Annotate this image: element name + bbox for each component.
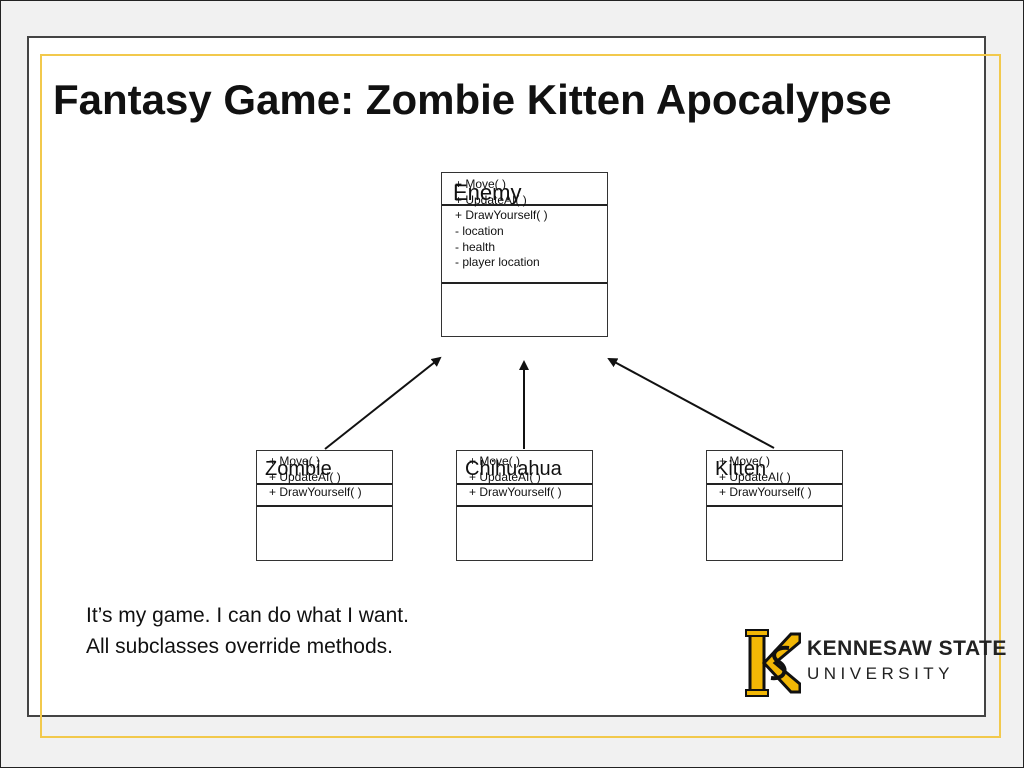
method: + Move( ) [269,454,321,468]
class-name-section: Kitten [707,451,842,485]
logo-wordmark: KENNESAW STATE UNIVERSITY [807,637,1007,684]
ks-monogram-icon: KS [745,629,801,697]
class-chihuahua: Chihuahua + Move( ) + UpdateAI( ) + Draw… [456,450,593,561]
method: + Move( ) [455,177,507,191]
attribute: - location [455,224,504,238]
university-logo: KS KENNESAW STATE UNIVERSITY [745,628,1006,698]
note-line: All subclasses override methods. [86,635,393,658]
method-list: + Move( ) + UpdateAI( ) + DrawYourself( … [469,454,562,501]
attributes-section [457,485,592,507]
class-zombie: Zombie + Move( ) + UpdateAI( ) + DrawYou… [256,450,393,561]
attribute: - player location [455,255,540,269]
method-list: + Move( ) + UpdateAI( ) + DrawYourself( … [719,454,812,501]
method: + DrawYourself( ) [469,485,562,499]
logo-line-1: KENNESAW STATE [807,637,1007,660]
method-list: + Move( ) + UpdateAI( ) + DrawYourself( … [455,177,548,224]
class-name: Zombie [265,458,332,480]
method: + UpdateAI( ) [455,192,527,207]
attribute: - health [455,239,496,254]
method: + Move( ) [719,454,771,468]
slide-panel [27,36,986,717]
slide-note: It’s my game. I can do what I want. All … [86,600,409,662]
logo-line-2: UNIVERSITY [807,664,955,683]
attribute-list: - location - health - player location [455,224,540,271]
class-name: Chihuahua [465,458,562,480]
class-enemy: Enemy - location - health - player locat… [441,172,608,337]
note-line: It’s my game. I can do what I want. [86,604,409,627]
attributes-section [707,485,842,507]
class-name: Kitten [715,458,767,480]
method: + UpdateAI( ) [269,469,341,484]
method: + DrawYourself( ) [269,485,362,499]
class-name: Enemy [453,180,522,205]
class-name-section: Zombie [257,451,392,485]
method: + Move( ) [469,454,521,468]
attributes-section [257,485,392,507]
method: + UpdateAI( ) [469,469,541,484]
method: + DrawYourself( ) [719,485,812,499]
class-name-section: Chihuahua [457,451,592,485]
slide-title: Fantasy Game: Zombie Kitten Apocalypse [53,76,892,123]
attributes-section: - location - health - player location [442,206,607,284]
method-list: + Move( ) + UpdateAI( ) + DrawYourself( … [269,454,362,501]
class-kitten: Kitten + Move( ) + UpdateAI( ) + DrawYou… [706,450,843,561]
method: + UpdateAI( ) [719,469,791,484]
class-name-section: Enemy [442,173,607,206]
method: + DrawYourself( ) [455,208,548,222]
